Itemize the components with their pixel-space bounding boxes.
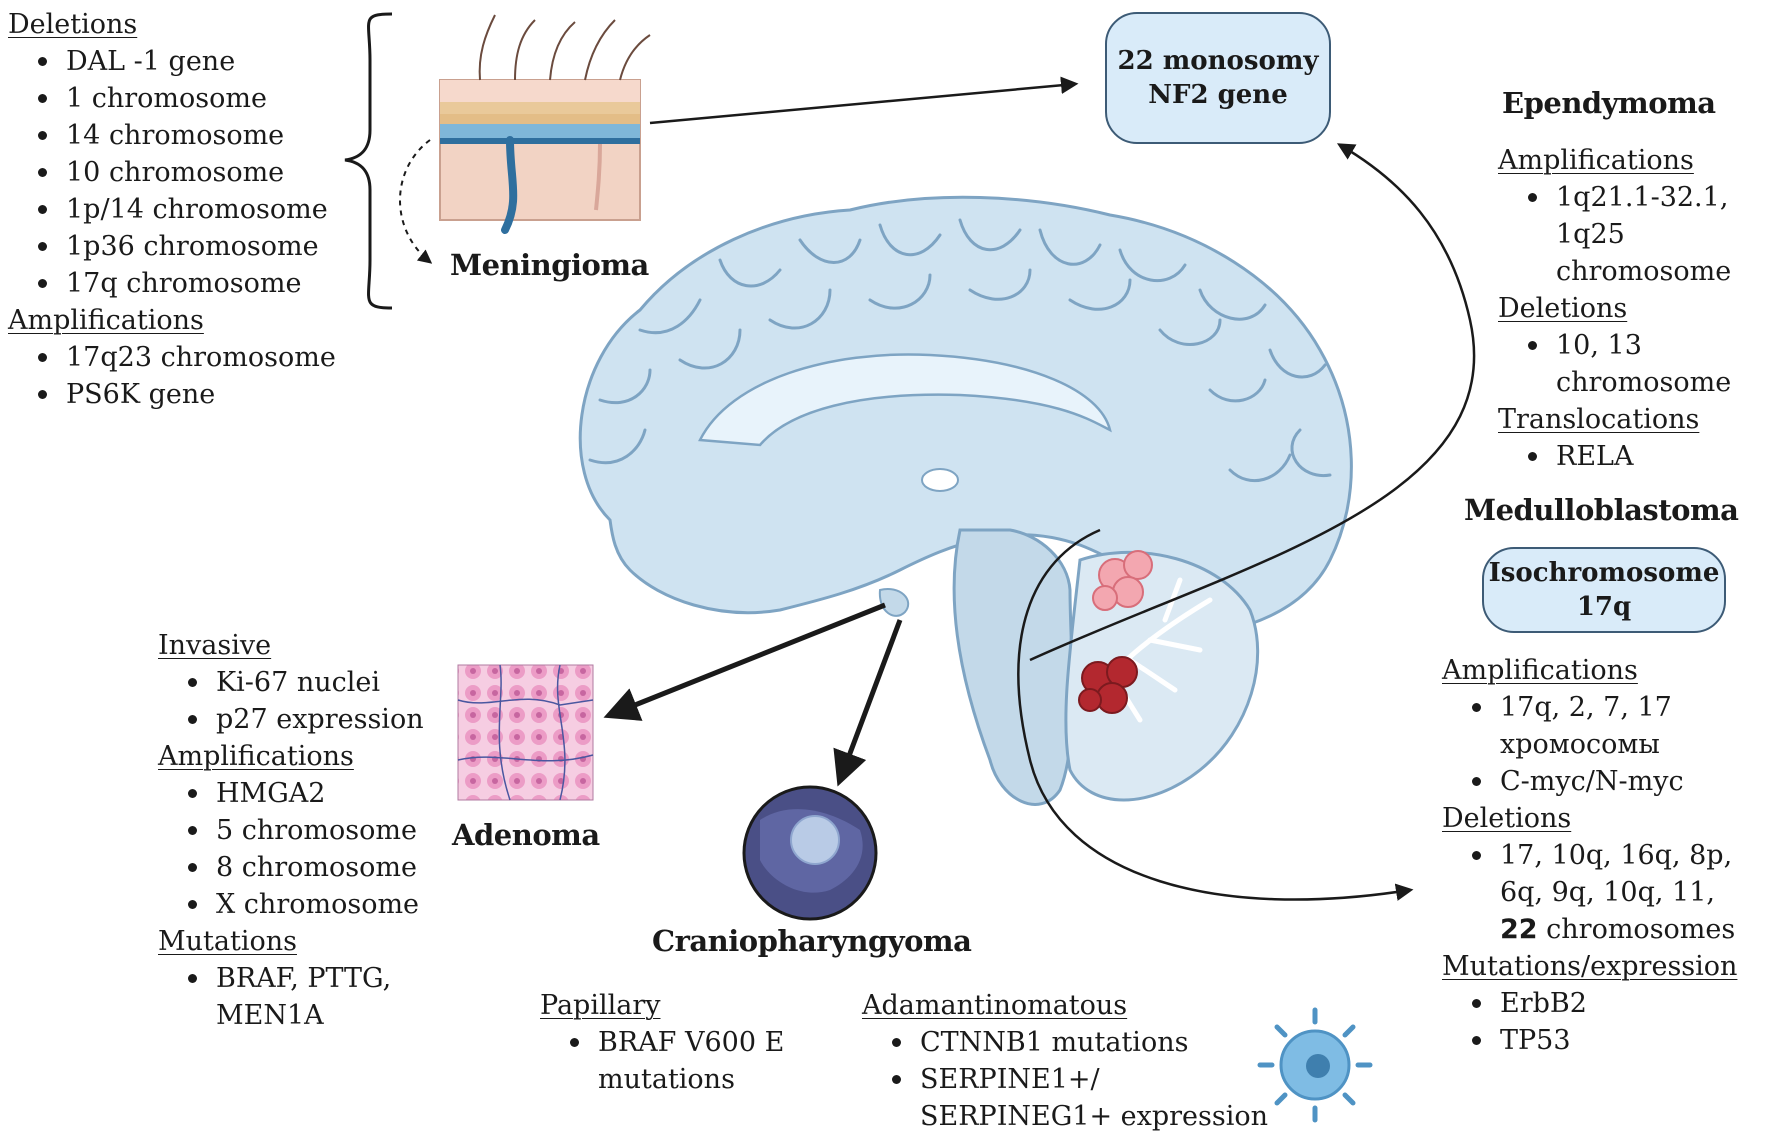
thalamus — [921, 468, 959, 492]
arrow-ependymoma-to-nf2 — [1029, 143, 1476, 662]
medulloblastoma-amplifications-list: 17q, 2, 7, 17 хромосомы C-myc/N-myc — [1442, 689, 1772, 800]
adamantinomatous-heading: Adamantinomatous — [862, 990, 1128, 1021]
list-item: BRAF V600 E mutations — [540, 1024, 840, 1098]
adenoma-block: Invasive Ki-67 nuclei p27 expression Amp… — [158, 627, 458, 1034]
ependymoma-title: Ependymoma — [1502, 86, 1716, 120]
medulloblastoma-mutations-list: ErbB2 TP53 — [1442, 985, 1772, 1059]
list-item: 5 chromosome — [158, 812, 458, 849]
ependymoma-deletions-list: 10, 13 chromosome — [1498, 327, 1768, 401]
arrow-to-adenoma — [603, 602, 886, 721]
list-item: X chromosome — [158, 886, 458, 923]
list-item: HMGA2 — [158, 775, 458, 812]
craniopharyngioma-title: Craniopharyngyoma — [652, 924, 972, 958]
list-item: PS6K gene — [8, 376, 368, 413]
ependymoma-amplifications-list: 1q21.1-32.1, 1q25 chromosome — [1498, 179, 1768, 290]
ependymoma-translocations-list: RELA — [1498, 438, 1768, 475]
ependymoma-amplifications-heading: Amplifications — [1498, 145, 1694, 176]
adamantinomatous-block: Adamantinomatous CTNNB1 mutations SERPIN… — [862, 987, 1282, 1135]
list-item: 10, 13 chromosome — [1498, 327, 1768, 401]
papillary-block: Papillary BRAF V600 E mutations — [540, 987, 840, 1098]
list-item: 17q, 2, 7, 17 хромосомы — [1442, 689, 1772, 763]
gyri-lines — [588, 218, 1332, 483]
meningioma-amplifications-list: 17q23 chromosome PS6K gene — [8, 339, 368, 413]
arrow-to-nf2 — [649, 76, 1079, 125]
adenoma-mutations-heading: Mutations — [158, 926, 297, 957]
adenoma-amplifications-heading: Amplifications — [158, 741, 354, 772]
meningioma-brace — [344, 12, 393, 310]
medulloblastoma-title: Medulloblastoma — [1464, 493, 1739, 527]
adenoma-invasive-list: Ki-67 nuclei p27 expression — [158, 664, 458, 738]
isochromosome-box-line1: Isochromosome — [1488, 558, 1720, 588]
deletions-last-line: 22 chromosomes — [1500, 914, 1736, 945]
meningioma-deletions-heading: Deletions — [8, 9, 138, 40]
corpus-callosum — [698, 353, 1112, 447]
craniopharyngioma-image — [742, 785, 878, 921]
list-item: 17q23 chromosome — [8, 339, 368, 376]
medulloblastoma-deletions-heading: Deletions — [1442, 803, 1572, 834]
adenoma-mutations-list: BRAF, PTTG, MEN1A — [158, 960, 458, 1034]
pituitary — [878, 588, 910, 617]
list-item: 17, 10q, 16q, 8p, 6q, 9q, 10q, 11, 22 ch… — [1442, 837, 1772, 948]
medulloblastoma-block: Amplifications 17q, 2, 7, 17 хромосомы C… — [1442, 652, 1772, 1059]
list-item: BRAF, PTTG, MEN1A — [158, 960, 458, 1034]
cerebrum-shape — [578, 195, 1353, 632]
meninges-skin-illustration — [439, 14, 651, 234]
medulloblastoma-deletions-list: 17, 10q, 16q, 8p, 6q, 9q, 10q, 11, 22 ch… — [1442, 837, 1772, 948]
list-item: 1 chromosome — [8, 80, 368, 117]
isochromosome-box-line2: 17q — [1576, 592, 1632, 622]
list-item: 8 chromosome — [158, 849, 458, 886]
cell-cluster-icon — [1257, 1007, 1373, 1123]
brain-illustration — [578, 195, 1353, 806]
ependymoma-deletions-heading: Deletions — [1498, 293, 1628, 324]
list-item: 14 chromosome — [8, 117, 368, 154]
adenoma-vessel-lines — [457, 664, 594, 801]
list-item: ErbB2 — [1442, 985, 1772, 1022]
list-item: TP53 — [1442, 1022, 1772, 1059]
tumor-pink-cluster — [1092, 550, 1153, 611]
adenoma-invasive-heading: Invasive — [158, 630, 272, 661]
meningioma-amplifications-heading: Amplifications — [8, 305, 204, 336]
list-item: CTNNB1 mutations — [862, 1024, 1282, 1061]
ependymoma-block: Amplifications 1q21.1-32.1, 1q25 chromos… — [1498, 142, 1768, 475]
papillary-heading: Papillary — [540, 990, 661, 1021]
nf2-box-line1: 22 monosomy — [1117, 46, 1319, 76]
ependymoma-translocations-heading: Translocations — [1498, 404, 1700, 435]
list-item: RELA — [1498, 438, 1768, 475]
cerebellum — [1064, 550, 1260, 802]
adenoma-amplifications-list: HMGA2 5 chromosome 8 chromosome X chromo… — [158, 775, 458, 923]
medulloblastoma-mutations-heading: Mutations/expression — [1442, 951, 1738, 982]
list-item: SERPINE1+/ SERPINEG1+ expression — [862, 1061, 1282, 1135]
meningioma-deletions-block: Deletions DAL -1 gene 1 chromosome 14 ch… — [8, 6, 368, 413]
list-item: 10 chromosome — [8, 154, 368, 191]
adenoma-tissue-image — [457, 664, 594, 801]
list-item: 1q21.1-32.1, 1q25 chromosome — [1498, 179, 1768, 290]
list-item: 1p/14 chromosome — [8, 191, 368, 228]
nf2-box-line2: NF2 gene — [1148, 80, 1288, 110]
meningioma-title: Meningioma — [450, 248, 649, 282]
adamantinomatous-list: CTNNB1 mutations SERPINE1+/ SERPINEG1+ e… — [862, 1024, 1282, 1135]
list-item: DAL -1 gene — [8, 43, 368, 80]
meningioma-deletions-list: DAL -1 gene 1 chromosome 14 chromosome 1… — [8, 43, 368, 302]
list-item: Ki-67 nuclei — [158, 664, 458, 701]
medulloblastoma-amplifications-heading: Amplifications — [1442, 655, 1638, 686]
list-item: p27 expression — [158, 701, 458, 738]
meninges-dashed-arrow — [399, 139, 433, 264]
tumor-red-cluster — [1078, 656, 1138, 714]
brainstem — [952, 528, 1074, 806]
list-item: C-myc/N-myc — [1442, 763, 1772, 800]
arrow-to-craniopharyngioma — [833, 619, 903, 787]
list-item: 1p36 chromosome — [8, 228, 368, 265]
isochromosome-box: Isochromosome 17q — [1482, 547, 1726, 633]
list-item: 17q chromosome — [8, 265, 368, 302]
papillary-list: BRAF V600 E mutations — [540, 1024, 840, 1098]
arrow-to-medulloblastoma — [1017, 528, 1414, 901]
adenoma-title: Adenoma — [452, 818, 600, 852]
nf2-box: 22 monosomy NF2 gene — [1105, 12, 1331, 144]
